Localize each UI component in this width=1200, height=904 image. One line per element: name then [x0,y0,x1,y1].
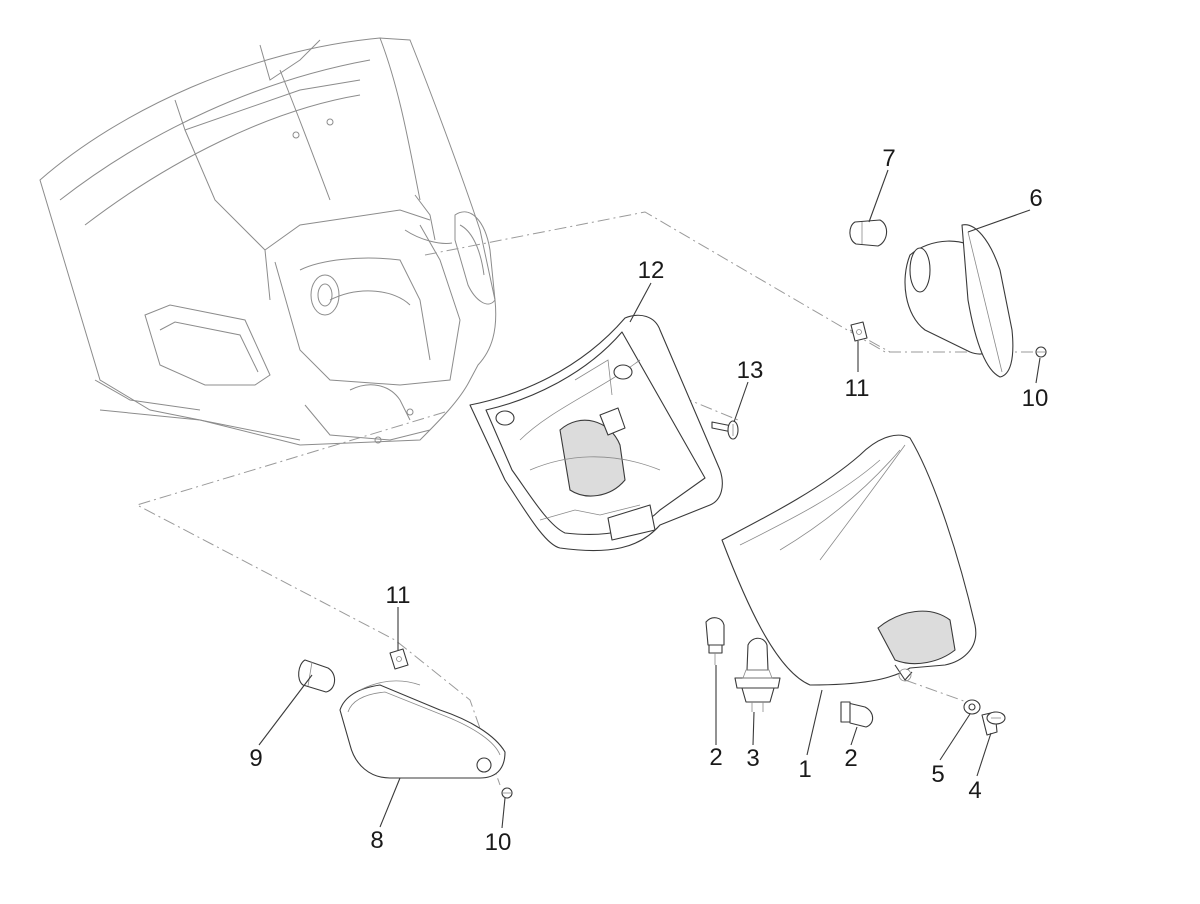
tail-light-housing [469,314,723,552]
callout-2-left: 2 [709,744,722,771]
callout-4: 4 [968,777,981,804]
screw-13 [711,420,739,440]
callout-13: 13 [737,357,764,384]
leader-lines [258,169,1041,829]
callout-8: 8 [370,827,383,854]
callout-1: 1 [798,756,811,783]
washer-5 [963,699,981,715]
left-turn-signal [339,680,506,779]
callout-9: 9 [249,745,262,772]
halogen-bulb [734,637,781,712]
callout-10-right: 10 [1022,385,1049,412]
callout-3: 3 [746,745,759,772]
right-turn-signal [904,224,1014,378]
callout-labels: 12 13 7 6 11 10 11 9 8 10 2 3 1 2 5 4 [249,145,1048,856]
bulb-2-right [840,701,874,728]
tail-light-lens [721,434,977,686]
bulb-2-left [705,617,725,665]
callout-12: 12 [638,257,665,284]
screw-10-left [501,787,513,799]
callout-11-right: 11 [845,375,870,402]
bulb-7 [849,219,888,247]
callout-2-right: 2 [844,745,857,772]
callout-5: 5 [931,761,944,788]
screw-4 [981,711,1006,736]
screw-10-right [1035,346,1047,358]
callout-10-left: 10 [485,829,512,856]
callout-11-left: 11 [386,582,411,609]
clip-nut-11-left [389,648,409,670]
callout-7: 7 [882,145,895,172]
scooter-rear-body-outline [39,37,497,446]
callout-6: 6 [1029,185,1042,212]
bulb-9 [298,659,336,693]
clip-nut-11-right [850,321,868,342]
